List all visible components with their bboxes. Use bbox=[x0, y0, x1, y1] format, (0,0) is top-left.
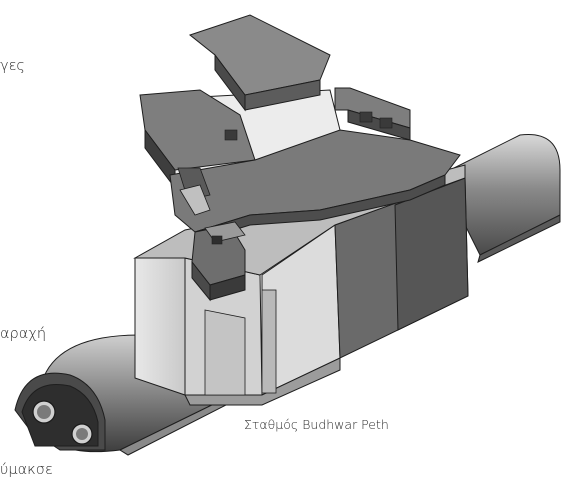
roof-vent-4 bbox=[211, 235, 223, 245]
label-top-text: γες bbox=[0, 58, 25, 74]
rear-arm-front bbox=[244, 79, 321, 111]
right-tunnel-body bbox=[439, 133, 561, 256]
station-side-mid-wall bbox=[394, 177, 469, 331]
label-mid-partial: αραχή bbox=[0, 326, 74, 342]
label-top-partial: γες bbox=[0, 58, 34, 74]
label-bottom-partial: ύμακσε bbox=[0, 462, 72, 477]
right-tunnel-base bbox=[477, 214, 561, 263]
station-inner-floor bbox=[184, 357, 341, 406]
entrance-front bbox=[191, 260, 211, 302]
roof-vent-3 bbox=[379, 117, 393, 129]
label-mid-text: αραχή bbox=[0, 326, 47, 342]
station-name-label: Σταθμός Budhwar Peth bbox=[244, 417, 389, 432]
roof-structure bbox=[139, 14, 461, 302]
station-pillar bbox=[261, 289, 277, 394]
station-front-left-wall bbox=[134, 257, 186, 396]
right-tunnel bbox=[439, 133, 561, 263]
roof-vent-1 bbox=[224, 129, 238, 141]
station-wall-recess bbox=[204, 309, 246, 396]
tunnel-bore-right-inner bbox=[76, 428, 88, 440]
tunnel-bore-left-inner bbox=[37, 405, 51, 419]
roof-vent-2 bbox=[359, 111, 373, 123]
label-bottom-text: ύμακσε bbox=[0, 462, 53, 477]
roof-support-left-light bbox=[179, 184, 211, 216]
